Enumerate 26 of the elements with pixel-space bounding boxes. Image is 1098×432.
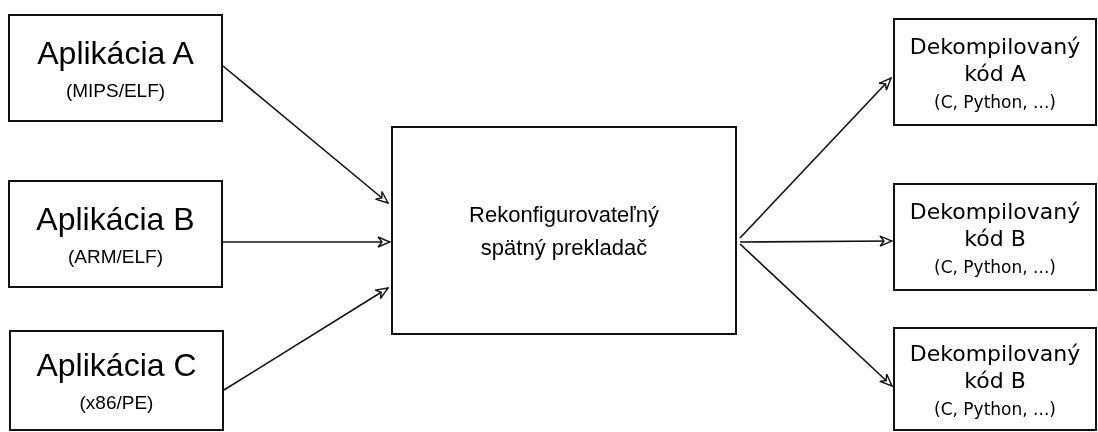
box-subtitle: (x86/PE) xyxy=(79,392,154,414)
application-box xyxy=(8,14,223,122)
box-title: Aplikácia B xyxy=(36,200,195,238)
arrow xyxy=(739,243,893,387)
box-subtitle: (C, Python, ...) xyxy=(934,256,1056,277)
box-title: Dekompilovaný kód B xyxy=(908,339,1082,395)
box-title: Dekompilovaný kód B xyxy=(908,197,1082,253)
box-title: Dekompilovaný kód A xyxy=(908,32,1082,88)
application-box xyxy=(9,330,224,431)
output-box xyxy=(893,18,1097,126)
output-box xyxy=(893,183,1097,291)
box-subtitle: (C, Python, ...) xyxy=(934,91,1056,112)
decompiler-box xyxy=(391,126,737,335)
box-title: Aplikácia A xyxy=(37,34,194,72)
box-subtitle: (C, Python, ...) xyxy=(934,398,1056,419)
box-title: Rekonfigurovateľný spätný prekladač xyxy=(468,200,660,262)
output-box xyxy=(893,327,1097,431)
box-subtitle: (ARM/ELF) xyxy=(68,245,163,268)
arrow xyxy=(739,235,893,247)
arrow xyxy=(739,77,892,239)
box-title: Aplikácia C xyxy=(36,347,197,384)
arrow xyxy=(223,287,389,391)
box-subtitle: (MIPS/ELF) xyxy=(65,79,166,102)
arrow xyxy=(222,65,389,204)
application-box xyxy=(8,180,223,288)
arrow xyxy=(222,236,391,248)
